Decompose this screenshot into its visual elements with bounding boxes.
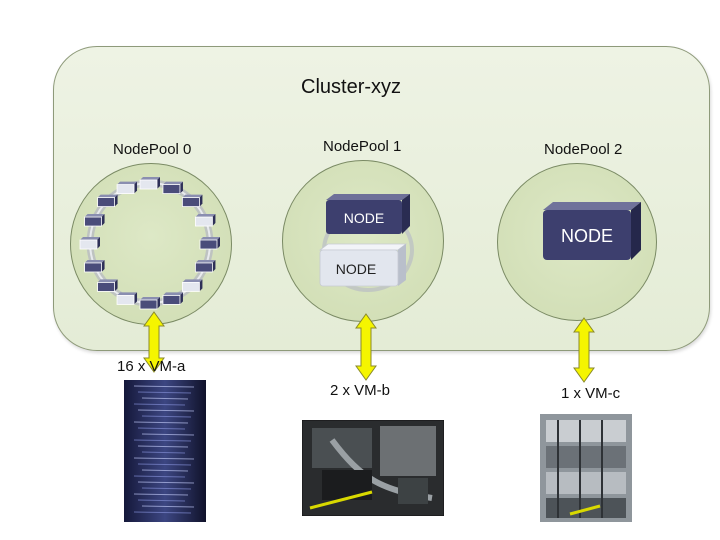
- small-node-icon: [182, 279, 203, 292]
- server-rack-photo: [124, 380, 206, 522]
- small-node-icon: [195, 259, 216, 273]
- vm-pool-arrow-2: [573, 317, 595, 383]
- small-node-icon: [162, 181, 183, 194]
- nodepool-1-label: NodePool 1: [323, 138, 402, 155]
- small-node-icon: [182, 194, 203, 207]
- node-light-block: NODE: [318, 243, 408, 287]
- small-node-icon: [84, 214, 105, 227]
- node-dark-block: NODE: [326, 194, 410, 234]
- vm-c-label: 1 x VM-c: [561, 385, 621, 402]
- vm-a-label: 16 x VM-a: [117, 358, 186, 375]
- small-node-icon: [84, 259, 105, 273]
- nodepool-1-circle: [282, 160, 444, 322]
- nodepool-2-label: NodePool 2: [544, 141, 623, 158]
- small-node-icon: [195, 214, 216, 227]
- cluster-title: Cluster-xyz: [301, 76, 402, 98]
- small-node-icon: [116, 181, 138, 194]
- vm-pool-arrow-1: [355, 313, 377, 381]
- nodepool-1-nodes: NODE NODE: [318, 194, 414, 292]
- small-node-icon: [97, 279, 118, 292]
- hardware-photo-b: [302, 420, 444, 516]
- small-node-icon: [79, 237, 100, 250]
- node-label: NODE: [561, 226, 613, 246]
- small-node-icon: [116, 292, 138, 305]
- vm-b-label: 2 x VM-b: [330, 382, 391, 399]
- small-node-icon: [97, 194, 118, 207]
- vm-pool-arrow-0: [143, 311, 165, 373]
- nodepool-0-node-ring: [79, 177, 220, 310]
- small-node-icon: [199, 237, 220, 250]
- hardware-photo-c: [540, 414, 632, 522]
- small-node-icon: [139, 177, 160, 190]
- small-node-icon: [139, 297, 160, 310]
- nodepool-2-node: NODE: [543, 202, 641, 260]
- nodepool-0-label: NodePool 0: [113, 141, 192, 158]
- small-node-icon: [162, 292, 183, 305]
- node-label-dark: NODE: [344, 210, 384, 226]
- node-label-light: NODE: [336, 261, 376, 277]
